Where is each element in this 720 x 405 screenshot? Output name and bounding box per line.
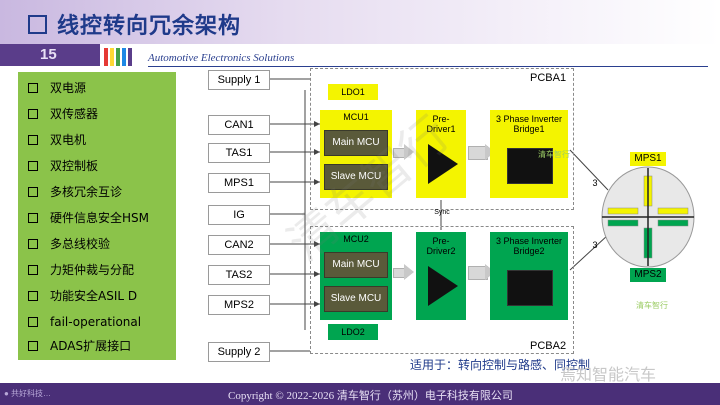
feature-panel: 双电源 双传感器 双电机 双控制板 多核冗余互诊 硬件信息安全HSM 多总线校验… <box>18 72 176 360</box>
phase-count-2: 3 <box>592 240 598 250</box>
mcu2-box: MCU2 Main MCU Slave MCU <box>320 232 392 320</box>
page-title-text: 线控转向冗余架构 <box>57 14 242 39</box>
page-title: 线控转向冗余架构 <box>28 8 241 40</box>
checkbox-icon <box>28 15 47 34</box>
inverter2-label: 3 Phase Inverter Bridge2 <box>495 236 563 256</box>
application-note: 适用于：转向控制与路感、同控制 <box>410 358 591 372</box>
mcu1-slave: Slave MCU <box>324 164 388 190</box>
checkbox-icon <box>28 290 38 301</box>
arrow-head <box>404 144 414 160</box>
signal-tas1: TAS1 <box>208 143 270 163</box>
watermark-small: 清车智行 <box>636 301 668 310</box>
signal-can2: CAN2 <box>208 235 270 255</box>
feature-item: 硬件信息安全HSM <box>28 206 149 230</box>
checkbox-icon <box>28 160 38 171</box>
feature-item: 双传感器 <box>28 102 98 126</box>
brand-watermark: 焉知智能汽车 <box>560 365 657 384</box>
predriver1-label: Pre- Driver1 <box>426 114 456 134</box>
signal-supply2: Supply 2 <box>208 342 270 362</box>
predriver2-label: Pre- Driver2 <box>426 236 456 256</box>
feature-item: fail-operational <box>28 310 141 334</box>
footer-left-text: ● 共好科技… <box>4 389 52 398</box>
inverter2-box: 3 Phase Inverter Bridge2 <box>490 232 568 320</box>
signal-supply1: Supply 1 <box>208 70 270 90</box>
mcu2-slave: Slave MCU <box>324 286 388 312</box>
driver-triangle-icon <box>428 266 458 306</box>
header-divider <box>148 66 708 67</box>
signal-tas2: TAS2 <box>208 265 270 285</box>
inverter1-box: 3 Phase Inverter Bridge1 <box>490 110 568 198</box>
signal-mps1: MPS1 <box>208 173 270 193</box>
inverter1-label: 3 Phase Inverter Bridge1 <box>495 114 563 134</box>
predriver1-box: Pre- Driver1 <box>416 110 466 198</box>
arrow-head <box>404 264 414 280</box>
ldo2: LDO2 <box>328 324 378 340</box>
mps1-sensor-label: MPS1 <box>630 152 666 166</box>
pcba2-label: PCBA2 <box>530 340 567 352</box>
driver-triangle-icon <box>428 144 458 184</box>
watermark-small: 清车智行 <box>538 150 570 159</box>
feature-item: 功能安全ASIL D <box>28 284 137 308</box>
feature-item: 多总线校验 <box>28 232 110 256</box>
page-number: 15 <box>0 44 100 66</box>
checkbox-icon <box>28 316 38 327</box>
stripe-green <box>116 48 120 66</box>
stripe-purple <box>128 48 132 66</box>
stripe-blue <box>122 48 126 66</box>
predriver2-box: Pre- Driver2 <box>416 232 466 320</box>
feature-item: 力矩仲裁与分配 <box>28 258 134 282</box>
checkbox-icon <box>28 134 38 145</box>
ldo1: LDO1 <box>328 84 378 100</box>
pcba1-label: PCBA1 <box>530 72 567 84</box>
motor-diagram <box>601 166 695 268</box>
mcu1-box: MCU1 Main MCU Slave MCU <box>320 110 392 198</box>
phase-count-1: 3 <box>592 178 598 188</box>
mps2-sensor-label: MPS2 <box>630 268 666 282</box>
feature-item: ADAS扩展接口 <box>28 334 131 358</box>
signal-mps2: MPS2 <box>208 295 270 315</box>
checkbox-icon <box>28 82 38 93</box>
checkbox-icon <box>28 340 38 351</box>
header-bar <box>0 0 720 44</box>
mcu2-main: Main MCU <box>324 252 388 278</box>
signal-can1: CAN1 <box>208 115 270 135</box>
stripe-yellow <box>110 48 114 66</box>
inverter-bridge-icon <box>507 148 553 184</box>
feature-item: 多核冗余互诊 <box>28 180 122 204</box>
mcu1-main: Main MCU <box>324 130 388 156</box>
mcu1-label: MCU1 <box>343 112 369 122</box>
feature-item: 双电机 <box>28 128 86 152</box>
sync-label: Sync <box>434 209 450 216</box>
checkbox-icon <box>28 186 38 197</box>
subtitle: Automotive Electronics Solutions <box>148 52 295 64</box>
checkbox-icon <box>28 264 38 275</box>
feature-item: 双电源 <box>28 76 86 100</box>
checkbox-icon <box>28 212 38 223</box>
checkbox-icon <box>28 108 38 119</box>
mcu2-label: MCU2 <box>343 234 369 244</box>
pcba1-area <box>310 68 574 210</box>
inverter-bridge-icon <box>507 270 553 306</box>
pcba2-area <box>310 226 574 354</box>
signal-ig: IG <box>208 205 270 225</box>
footer-bar <box>0 383 720 405</box>
checkbox-icon <box>28 238 38 249</box>
copyright: Copyright © 2022-2026 清车智行（苏州）电子科技有限公司 <box>228 390 513 402</box>
feature-item: 双控制板 <box>28 154 98 178</box>
stripe-red <box>104 48 108 66</box>
